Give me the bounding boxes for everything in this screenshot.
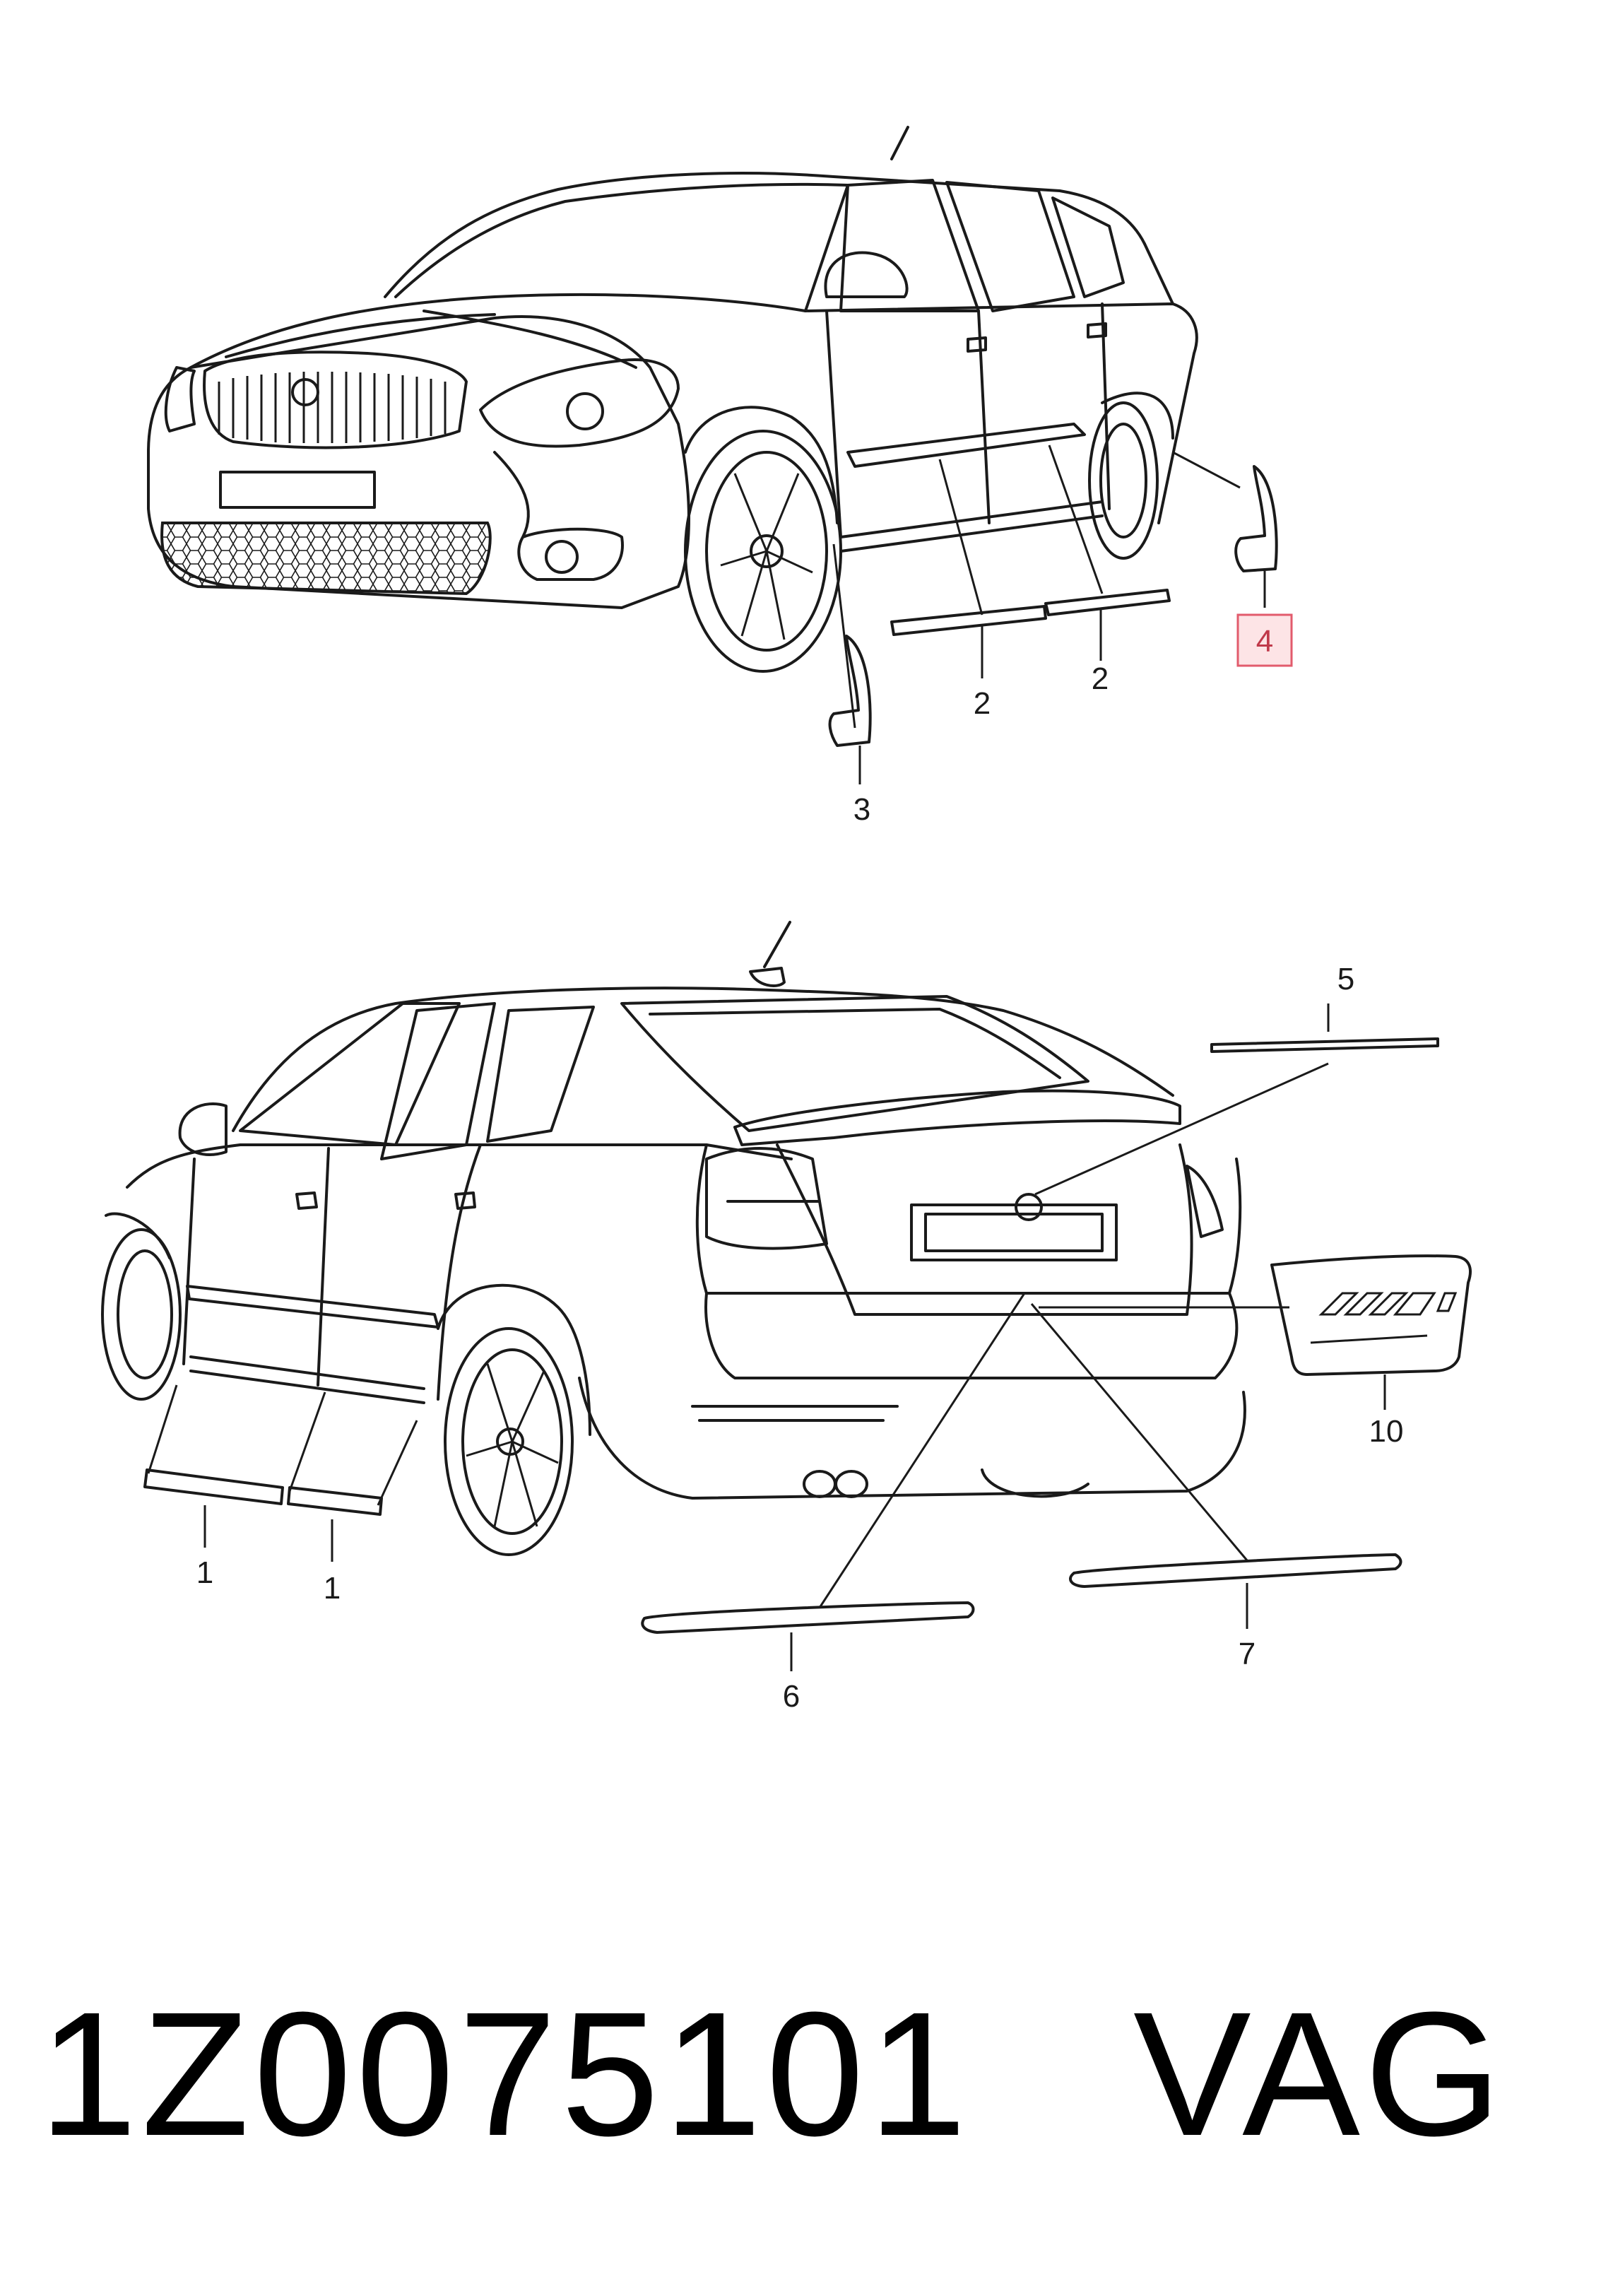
front-wheel [684, 430, 842, 673]
part-number: 1Z0075101 [39, 1975, 971, 2172]
skoda-emblem-rear [1015, 1193, 1043, 1221]
callout-labels: 2 2 3 4 5 10 1 1 6 7 [196, 613, 1404, 1714]
callout-3: 3 [853, 792, 870, 827]
front-grille-slats [218, 372, 447, 443]
callout-1-right: 1 [324, 1571, 341, 1606]
trim-strip-6 [641, 1601, 975, 1634]
callout-7: 7 [1239, 1637, 1256, 1671]
callout-4-highlight [1236, 613, 1293, 667]
side-strip-1a [143, 1468, 284, 1505]
trim-strip-5 [1210, 1037, 1439, 1053]
skoda-emblem-front [291, 378, 319, 406]
callout-4: 4 [1256, 624, 1273, 659]
side-strip-2b [1044, 589, 1171, 616]
callout-5: 5 [1337, 962, 1354, 996]
brand-label: VAG [1133, 1975, 1506, 2172]
callout-2-left: 2 [974, 686, 991, 721]
front-plate [219, 471, 376, 509]
parts-diagram: 2 2 3 4 5 10 1 1 6 7 [101, 126, 1472, 1714]
rear-loose-parts [143, 1037, 1472, 1634]
callout-1-left: 1 [196, 1555, 213, 1590]
trim-strip-7 [1069, 1553, 1402, 1588]
rear-plate [924, 1213, 1104, 1252]
leaders-rear [147, 1003, 1386, 1671]
diffuser-10 [1270, 1254, 1472, 1376]
front-car-illustration [147, 126, 1198, 673]
side-strip-2a [890, 605, 1047, 636]
front-loose-parts [828, 465, 1278, 747]
footer: 1Z0075101 VAG [39, 1975, 1579, 2173]
leaders-front [832, 445, 1266, 784]
rear-plate-surround [910, 1203, 1118, 1261]
rear-car-illustration [101, 921, 1246, 1556]
callout-2-right: 2 [1092, 661, 1109, 696]
side-strip-1b [287, 1486, 383, 1516]
mudflap-3 [828, 635, 872, 747]
rear-wheel [444, 1327, 574, 1556]
callout-10: 10 [1369, 1414, 1404, 1449]
callout-6: 6 [783, 1679, 800, 1714]
mudflap-4 [1234, 465, 1278, 572]
